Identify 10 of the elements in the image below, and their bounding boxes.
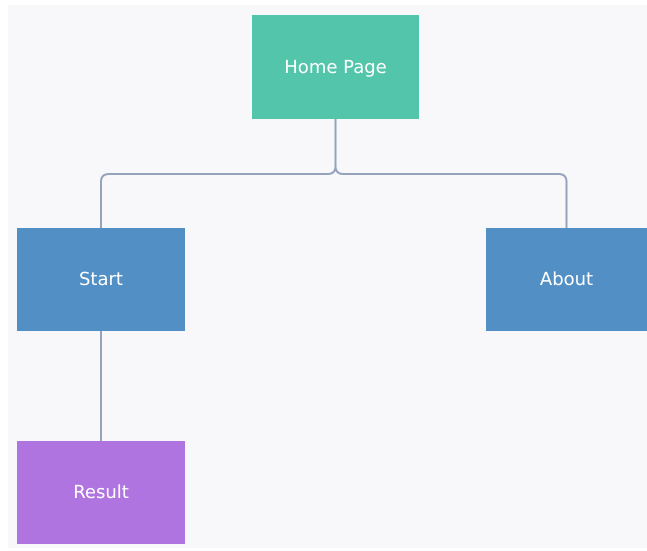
page-title: Home Page [284,56,387,78]
page-title: About [540,269,594,290]
page-box [252,15,419,119]
page-box [17,228,185,331]
page-box [486,228,647,331]
page-box [17,441,185,544]
connector-line [334,119,568,228]
page-title: Start [79,269,123,290]
page-title: Result [73,482,129,503]
connector-line [100,331,102,441]
